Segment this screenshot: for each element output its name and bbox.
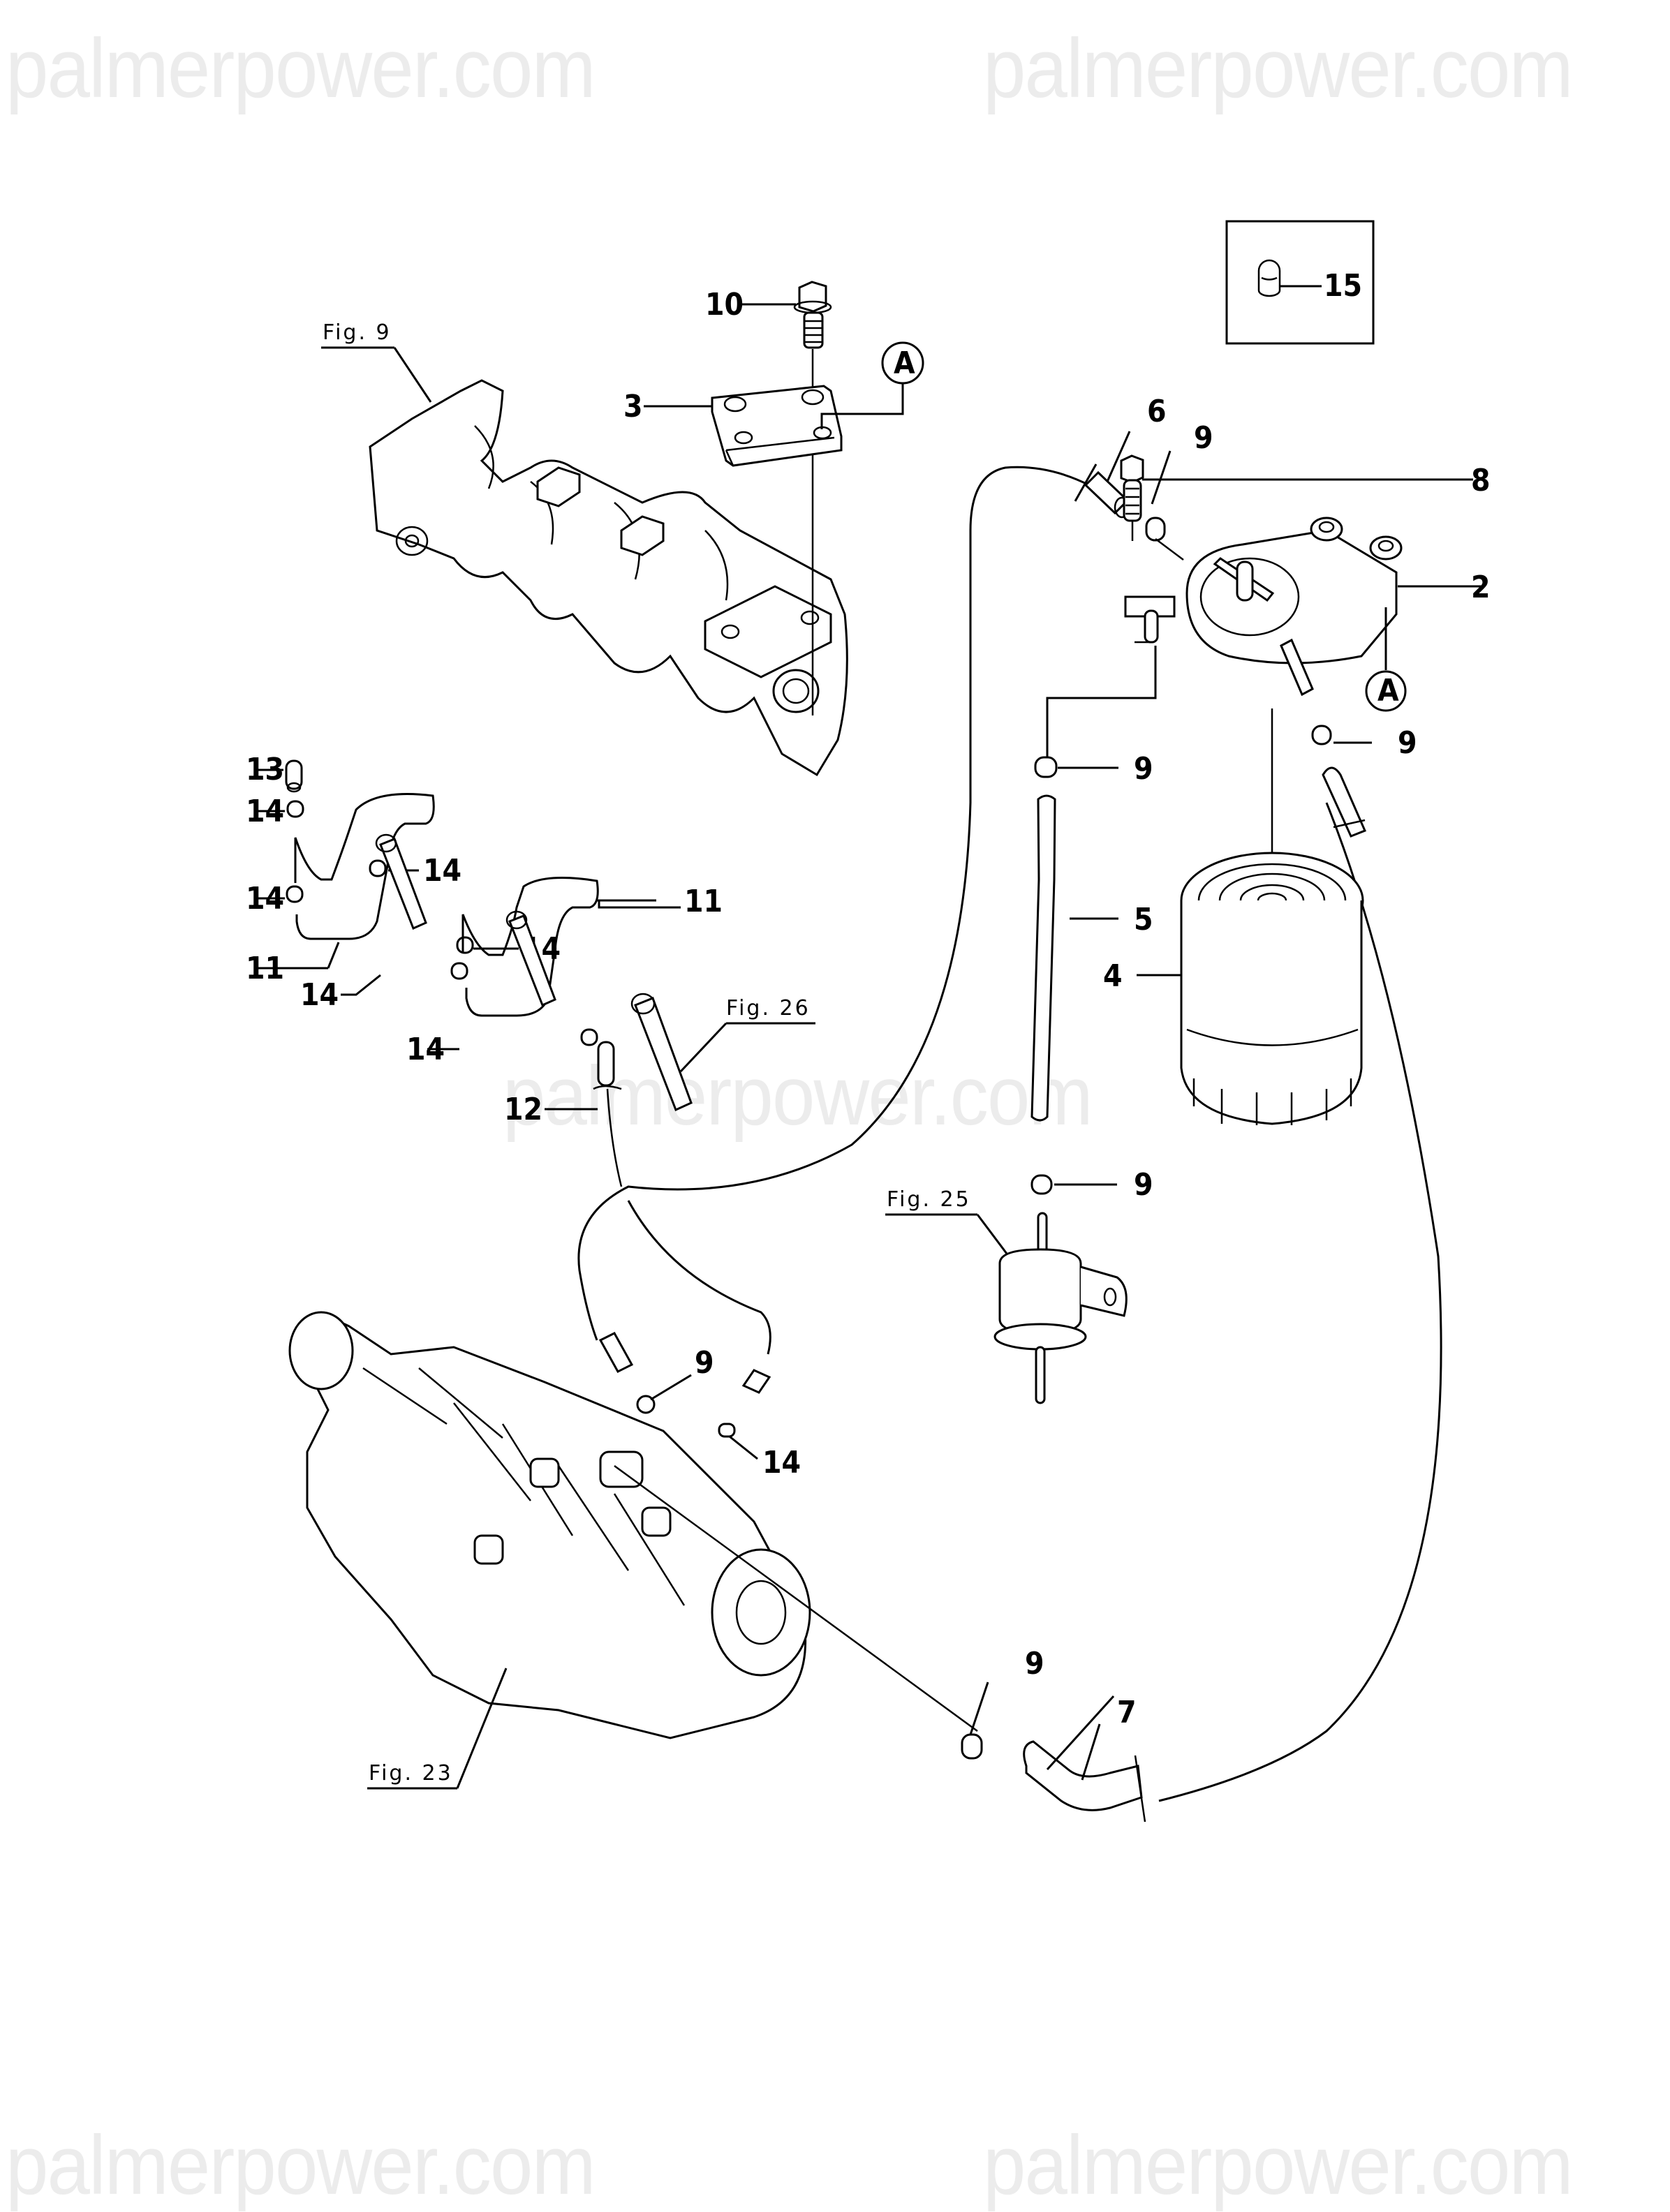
fig26-ref: Fig. 26 xyxy=(726,996,811,1020)
callout-4: 4 xyxy=(1103,958,1123,994)
fuel-pump-fig25: 9 Fig. 25 xyxy=(885,1167,1153,1404)
callout-3: 3 xyxy=(623,389,643,424)
hose-5: 9 5 xyxy=(1030,751,1153,1122)
return-pipe-assembly: 13 14 14 14 14 14 14 xyxy=(246,752,815,1187)
inset-box: 15 xyxy=(1225,220,1375,345)
filter-element-4: 4 xyxy=(1103,852,1364,1125)
watermark-top-right: palmerpower.com xyxy=(983,22,1574,115)
hose-6: 6 9 xyxy=(1074,394,1213,561)
callout-11-b: 11 xyxy=(684,884,723,919)
callout-11-a: 11 xyxy=(246,951,284,986)
callout-14-c: 14 xyxy=(423,853,461,889)
svg-text:Fig. 25: Fig. 25 xyxy=(887,1187,971,1212)
callout-15: 15 xyxy=(1324,268,1362,304)
callout-14-e: 14 xyxy=(300,977,339,1013)
callout-8: 8 xyxy=(1471,463,1491,498)
watermark-bottom-left: palmerpower.com xyxy=(6,2118,596,2212)
cap-plug-icon xyxy=(1257,259,1281,297)
return-hose-line xyxy=(627,1200,771,1355)
callout-9-f: 9 xyxy=(1025,1646,1044,1682)
pump-clips: 9 14 xyxy=(598,1332,801,1480)
reference-mark-a-2: A xyxy=(1377,673,1399,708)
callout-9-b: 9 xyxy=(1398,725,1417,761)
watermark-bottom-right: palmerpower.com xyxy=(983,2118,1574,2212)
callout-9-e: 9 xyxy=(695,1345,714,1381)
injection-pump-fig23: Fig. 23 xyxy=(288,1311,978,1790)
reference-mark-a: A xyxy=(894,346,915,381)
fig9-ref: Fig. 9 xyxy=(321,320,432,403)
svg-text:Fig. 9: Fig. 9 xyxy=(323,320,392,345)
callout-9-c: 9 xyxy=(1134,751,1153,787)
watermark-top-left: palmerpower.com xyxy=(6,22,596,115)
callout-14-f: 14 xyxy=(406,1032,445,1067)
callout-14-a: 14 xyxy=(246,794,284,829)
clip-9-right: 9 xyxy=(1311,725,1417,838)
hose-7: 9 7 xyxy=(961,1646,1146,1823)
callout-10: 10 xyxy=(705,287,744,322)
hose-7-line xyxy=(1158,802,1442,1802)
callout-9-a: 9 xyxy=(1194,420,1213,456)
callout-5: 5 xyxy=(1134,902,1153,937)
feed-hose-6-line xyxy=(577,466,1090,1341)
filter-head-2: 2 A xyxy=(1046,517,1491,921)
svg-text:Fig. 23: Fig. 23 xyxy=(369,1761,453,1786)
callout-7: 7 xyxy=(1117,1695,1137,1730)
callout-12: 12 xyxy=(504,1092,542,1127)
callout-6: 6 xyxy=(1147,394,1167,429)
manifold xyxy=(369,379,848,777)
cover-plate-3: 3 A xyxy=(623,341,924,467)
callout-14-g: 14 xyxy=(762,1445,801,1480)
callout-14-b: 14 xyxy=(246,881,284,916)
callout-9-d: 9 xyxy=(1134,1167,1153,1203)
callout-2: 2 xyxy=(1471,570,1491,605)
callout-13: 13 xyxy=(246,752,284,787)
